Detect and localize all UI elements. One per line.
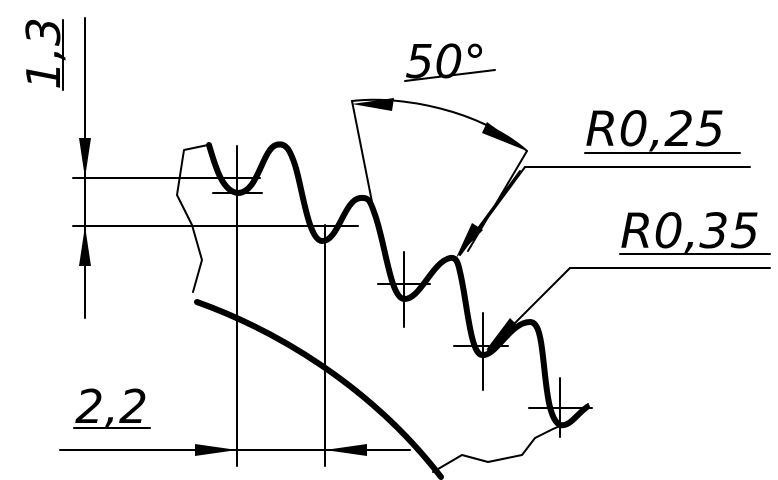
dimension-label-2-2: 2,2 — [75, 380, 148, 434]
dimension-1-3 — [62, 17, 91, 319]
angle-label: 50° — [405, 35, 487, 89]
leader-r035 — [486, 253, 771, 351]
bottom-break-line — [432, 403, 589, 473]
leader-r025 — [456, 152, 751, 258]
center-mark-4 — [528, 377, 593, 438]
radius-label-r035: R0,35 — [620, 204, 760, 260]
center-mark-3 — [453, 312, 509, 391]
left-break-line — [176, 144, 209, 293]
dimension-label-1-3: 1,3 — [17, 17, 71, 90]
center-mark-2 — [377, 251, 431, 328]
radius-label-r025: R0,25 — [585, 102, 725, 158]
dimension-2-2 — [59, 427, 411, 456]
angle-dimension-50 — [351, 69, 528, 252]
workpiece-outer-curve — [194, 299, 444, 480]
